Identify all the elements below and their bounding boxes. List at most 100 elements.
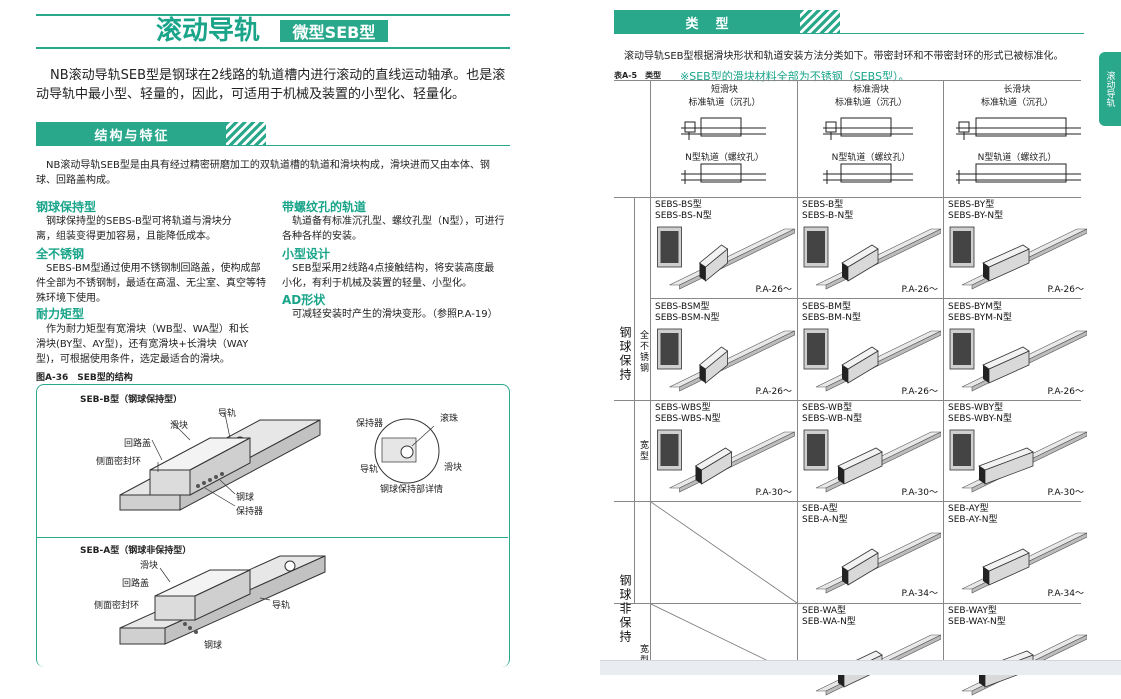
feature-text: 可减轻安装时产生的滑块变形。（参照P.A-19） xyxy=(282,309,498,320)
rail-product-image xyxy=(803,429,941,493)
page-reference[interactable]: P.A-26～ xyxy=(755,285,792,295)
feature-title-compact: 小型设计 xyxy=(282,247,331,261)
rail-product-image xyxy=(657,226,795,290)
model-name: SEB-AY型 xyxy=(948,504,989,514)
feature-text: SEB型采用2线路4点接触结构，将安装高度最 xyxy=(282,263,495,274)
feature-title-moment: 耐力矩型 xyxy=(36,307,85,321)
intro-line-2: 动导轨中最小型、轻量的，因此，可适用于机械及装置的小型化、轻量化。 xyxy=(36,87,466,102)
rail-product-image xyxy=(657,429,795,493)
model-name-n: SEBS-WBY-N型 xyxy=(948,414,1013,424)
rail-product-image xyxy=(949,429,1087,493)
section-structure-rule xyxy=(36,145,510,146)
section-types-rule xyxy=(614,33,1084,34)
fig1-label-slider: 滑块 xyxy=(170,421,189,431)
fig1-label-rail: 导轨 xyxy=(218,409,237,419)
model-name-n: SEBS-BY-N型 xyxy=(948,211,1004,221)
feature-text: 殊环境下使用。 xyxy=(36,293,106,304)
feature-text: 离，组装变得更加容易，且能降低成本。 xyxy=(36,231,216,242)
page-reference[interactable]: P.A-26～ xyxy=(901,285,938,295)
fig2-title: SEB-A型（钢球非保持型） xyxy=(80,546,192,556)
fig1-drawing xyxy=(119,413,321,511)
side-tab[interactable]: 滚动导轨 xyxy=(1099,52,1121,126)
page-reference[interactable]: P.A-30～ xyxy=(755,488,792,498)
detail-label-slider: 滑块 xyxy=(444,463,463,473)
model-name-n: SEB-WA-N型 xyxy=(802,617,856,627)
section-types-bar: 类 型 xyxy=(614,10,802,34)
fig1-title: SEB-B型（钢球保持型） xyxy=(80,395,183,405)
col-header-std: 标准滑块 xyxy=(852,85,889,95)
fig2-label-rail: 导轨 xyxy=(272,601,291,611)
page-reference[interactable]: P.A-30～ xyxy=(901,488,938,498)
types-intro: 滚动导轨SEB型根据滑块形状和轨道安装方法分类如下。带密封环和不带密封环的形式已… xyxy=(624,51,1064,62)
fig1-label-retainer: 保持器 xyxy=(236,507,264,517)
rail-product-image xyxy=(949,226,1087,290)
model-name-n: SEBS-BM-N型 xyxy=(802,313,861,323)
detail-label-rail: 导轨 xyxy=(360,465,379,475)
model-name-n: SEBS-WBS-N型 xyxy=(655,414,721,424)
fig1-label-side-seal: 侧面密封环 xyxy=(96,457,142,467)
page-reference[interactable]: P.A-26～ xyxy=(901,387,938,397)
figure-divider xyxy=(36,537,508,538)
feature-text: 型)，可根据使用条件，选定最适合的滑块。 xyxy=(36,354,230,365)
section-structure-stripes xyxy=(226,122,266,146)
page-reference[interactable]: P.A-26～ xyxy=(1047,387,1084,397)
header-rule-top xyxy=(36,14,510,16)
viewer-toolbar[interactable] xyxy=(600,660,1121,675)
page-reference[interactable]: P.A-26～ xyxy=(755,387,792,397)
intro-line-1: NB滚动导轨SEB型是钢球在2线路的轨道槽内进行滚动的直线运动轴承。也是滚 xyxy=(50,68,506,83)
col-header-long-std: 标准轨道（沉孔） xyxy=(980,98,1053,108)
fig2-label-slider: 滑块 xyxy=(140,561,159,571)
col-header-short-std: 标准轨道（沉孔） xyxy=(688,98,761,108)
feature-text: 钢球保持型的SEBS-B型可将轨道与滑块分 xyxy=(36,216,232,227)
feature-text: 各种各样的安装。 xyxy=(282,231,362,242)
fig2-label-ball: 钢球 xyxy=(204,641,223,651)
page-reference[interactable]: P.A-34～ xyxy=(1047,589,1084,599)
page-reference[interactable]: P.A-30～ xyxy=(1047,488,1084,498)
feature-text: 滑块(BY型、AY型)，还有宽滑块+长滑块（WAY xyxy=(36,339,249,350)
model-name: SEBS-WBY型 xyxy=(948,403,1004,413)
feature-text: SEBS-BM型通过使用不锈钢制回路盖，使构成部 xyxy=(36,263,261,274)
desc-line-2: 球、回路盖构成。 xyxy=(36,175,116,186)
feature-text: 件全部为不锈钢制，最适在高温、无尘室、真空等特 xyxy=(36,278,266,289)
figure-caption: 图A-36 SEB型的结构 xyxy=(36,373,133,383)
rail-product-image xyxy=(657,328,795,392)
types-table xyxy=(614,80,1081,675)
page-reference[interactable]: P.A-34～ xyxy=(901,589,938,599)
page-gap xyxy=(560,0,600,675)
page-reference[interactable]: P.A-26～ xyxy=(1047,285,1084,295)
header-schematics xyxy=(681,117,1081,184)
model-name: SEBS-BS型 xyxy=(655,200,702,210)
feature-title-ad: AD形状 xyxy=(282,293,326,307)
header-rule-bottom xyxy=(36,47,510,49)
detail-label-ball: 滚珠 xyxy=(440,414,459,424)
feature-title-tapped-rail: 带螺纹孔的轨道 xyxy=(282,200,367,214)
col-header-std-n: N型轨道（螺纹孔） xyxy=(831,153,911,163)
model-name: SEB-A型 xyxy=(802,504,838,514)
section-structure-bar: 结构与特征 xyxy=(36,122,228,146)
model-name: SEB-WAY型 xyxy=(948,606,997,616)
model-name: SEBS-B型 xyxy=(802,200,844,210)
col-header-long: 长滑块 xyxy=(1003,85,1031,95)
feature-text: 轨道备有标准沉孔型、螺纹孔型（N型），可进行 xyxy=(282,216,505,227)
rail-product-image xyxy=(961,532,1087,594)
feature-text: 作为耐力矩型有宽滑块（WB型、WA型）和长 xyxy=(36,324,249,335)
